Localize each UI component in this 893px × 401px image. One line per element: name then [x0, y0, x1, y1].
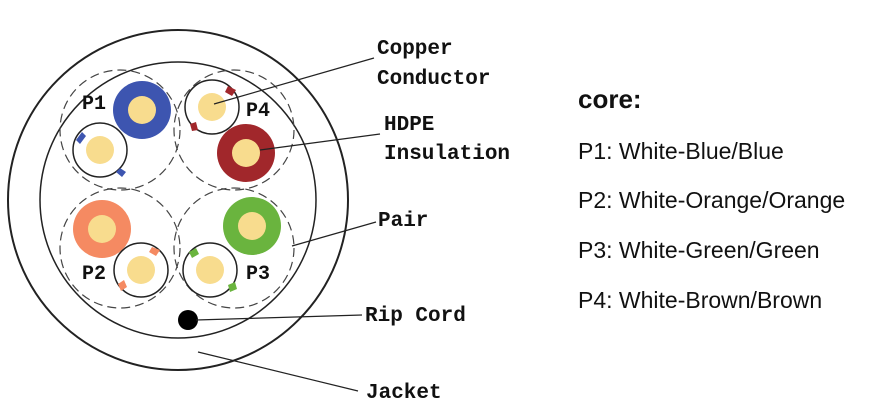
leader-pair [291, 221, 377, 247]
callout-copper-conductor-line1: Copper [377, 38, 453, 61]
pair-label-p2: P2 [82, 263, 106, 286]
callout-pair: Pair [378, 210, 428, 233]
pair-label-p3: P3 [246, 263, 270, 286]
leader-hdpe-insulation [259, 133, 381, 151]
conductor-white-green [182, 242, 238, 298]
legend-item-p1: P1: White-Blue/Blue [578, 138, 784, 164]
pair-label-p1: P1 [82, 93, 106, 116]
conductor-white-orange [113, 242, 169, 298]
pair-label-p4: P4 [246, 100, 270, 123]
conductor-green [223, 197, 281, 255]
legend-item-p4: P4: White-Brown/Brown [578, 287, 823, 313]
conductor-orange [73, 200, 131, 258]
callout-hdpe-line2: Insulation [384, 143, 510, 166]
conductor-brown [217, 124, 275, 182]
pair-boundary-p1 [59, 69, 181, 191]
callout-jacket: Jacket [366, 382, 442, 401]
leader-jacket [197, 351, 359, 392]
legend-item-p2: P2: White-Orange/Orange [578, 187, 846, 213]
legend-item-p3: P3: White-Green/Green [578, 237, 820, 263]
pair-boundary-p2 [59, 187, 181, 309]
conductor-blue [113, 81, 171, 139]
pair-boundary-p4 [173, 69, 295, 191]
legend-title: core: [578, 84, 642, 114]
callout-hdpe-line1: HDPE [384, 114, 434, 137]
callout-rip-cord: Rip Cord [365, 305, 466, 328]
leader-rip-cord [195, 314, 363, 321]
callout-copper-conductor-line2: Conductor [377, 68, 490, 91]
leader-copper-conductor [213, 57, 375, 105]
pair-boundary-p3 [173, 187, 295, 309]
conductor-white-blue [72, 122, 128, 178]
conductor-white-brown [184, 79, 240, 135]
rip-cord [178, 310, 198, 330]
